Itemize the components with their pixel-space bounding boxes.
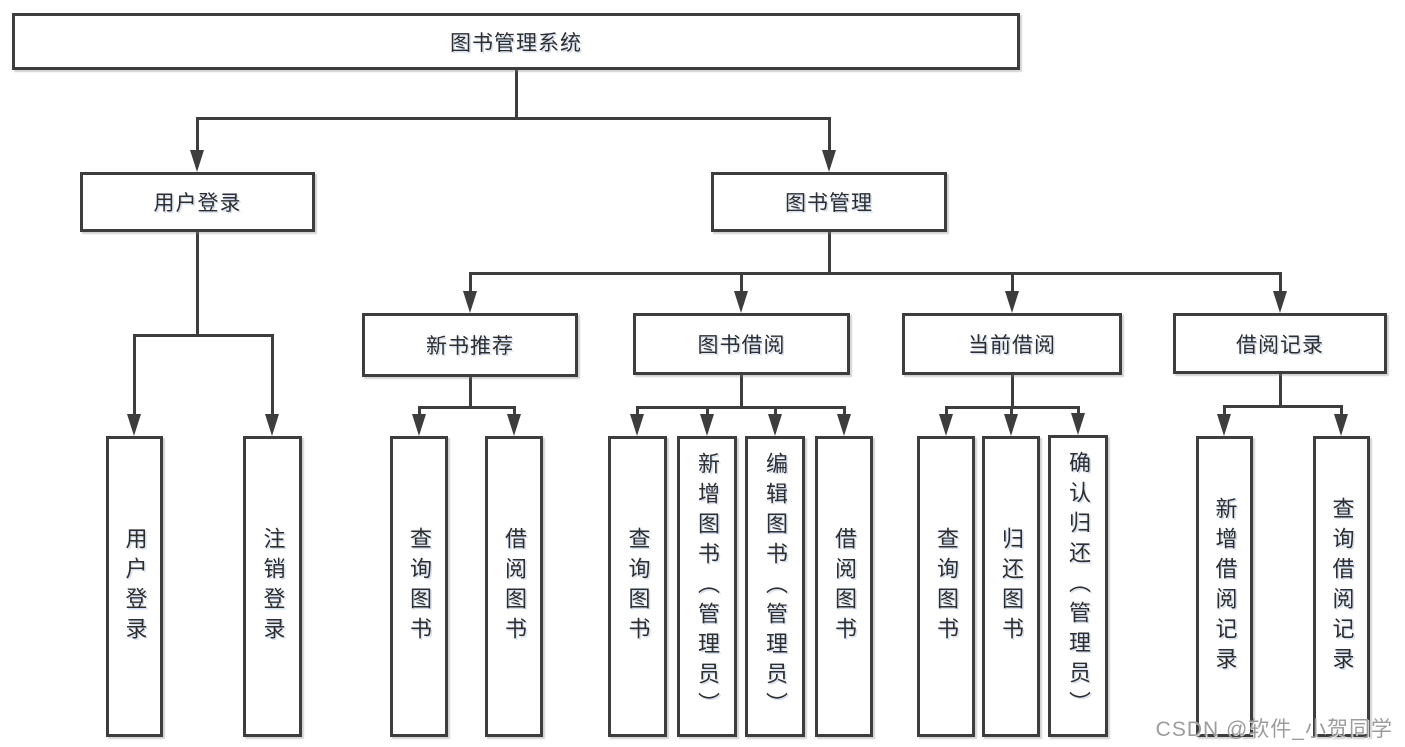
- node-label-query-books-current: 查询图书: [934, 526, 959, 647]
- connector-line-vertical: [827, 232, 831, 273]
- connector-line-vertical: [1339, 406, 1343, 418]
- arrow-down-icon: [1004, 414, 1018, 436]
- connector-line-horizontal: [635, 405, 846, 409]
- connector-line-vertical: [1278, 374, 1282, 406]
- arrow-down-icon: [412, 414, 426, 436]
- node-label-add-borrow-record: 新增借阅记录: [1212, 496, 1238, 677]
- node-add-borrow-record: 新增借阅记录: [1196, 436, 1253, 737]
- node-label-return-books: 归还图书: [999, 526, 1024, 647]
- node-user-login-module: 用户登录: [80, 172, 315, 232]
- node-label-user-login-leaf: 用户登录: [122, 526, 148, 647]
- connector-line-vertical: [132, 335, 136, 418]
- node-query-books-current: 查询图书: [917, 436, 975, 737]
- csdn-watermark: CSDN @软件_小贺同学: [1155, 718, 1393, 741]
- node-current-borrowing: 当前借阅: [902, 313, 1122, 375]
- connector-line-vertical: [468, 273, 472, 295]
- node-label-book-management: 图书管理: [785, 192, 873, 215]
- connector-line-horizontal: [132, 333, 274, 337]
- node-label-borrowing-records: 借阅记录: [1236, 333, 1324, 357]
- node-logout-leaf: 注销登录: [243, 436, 302, 737]
- node-new-book-recommend: 新书推荐: [362, 313, 578, 377]
- node-query-borrow-record: 查询借阅记录: [1313, 436, 1370, 737]
- node-edit-books-admin: 编辑图书（管理员）: [745, 436, 805, 737]
- node-label-library-system: 图书管理系统: [450, 31, 582, 55]
- connector-line-vertical: [739, 375, 743, 407]
- connector-line-vertical: [827, 118, 831, 154]
- connector-line-vertical: [944, 407, 948, 418]
- node-user-login-leaf: 用户登录: [106, 436, 163, 737]
- connector-line-horizontal: [417, 405, 516, 409]
- arrow-down-icon: [768, 414, 782, 436]
- arrow-down-icon: [1071, 413, 1085, 435]
- connector-line-vertical: [842, 407, 846, 418]
- connector-line-horizontal: [1222, 404, 1343, 408]
- connector-line-vertical: [1278, 273, 1282, 295]
- arrow-down-icon: [734, 291, 748, 313]
- node-label-query-borrow-record: 查询借阅记录: [1329, 496, 1355, 677]
- node-query-books-borrow: 查询图书: [608, 436, 667, 737]
- node-label-confirm-return-admin: 确认归还（管理员）: [1066, 451, 1091, 721]
- connector-line-vertical: [739, 273, 743, 295]
- connector-line-horizontal: [195, 116, 831, 120]
- arrow-down-icon: [265, 414, 279, 436]
- arrow-down-icon: [1217, 414, 1231, 436]
- arrow-down-icon: [700, 414, 714, 436]
- arrow-down-icon: [939, 414, 953, 436]
- node-label-borrow-books-recommend: 借阅图书: [502, 526, 527, 647]
- node-label-add-books-admin: 新增图书（管理员）: [695, 451, 720, 722]
- arrow-down-icon: [463, 291, 477, 313]
- arrow-down-icon: [190, 150, 204, 172]
- connector-line-vertical: [1076, 407, 1080, 417]
- node-borrowing-records: 借阅记录: [1173, 313, 1387, 374]
- connector-line-vertical: [195, 232, 199, 335]
- connector-line-vertical: [1010, 375, 1014, 407]
- connector-line-vertical: [270, 335, 274, 418]
- node-library-system: 图书管理系统: [12, 13, 1020, 70]
- connector-line-vertical: [773, 407, 777, 418]
- connector-line-vertical: [468, 377, 472, 407]
- arrow-down-icon: [127, 414, 141, 436]
- node-confirm-return-admin: 确认归还（管理员）: [1048, 435, 1108, 737]
- arrow-down-icon: [822, 150, 836, 172]
- connector-line-vertical: [417, 407, 421, 418]
- node-label-new-book-recommend: 新书推荐: [426, 335, 514, 358]
- node-borrow-books-borrow: 借阅图书: [815, 436, 873, 737]
- arrow-down-icon: [1005, 291, 1019, 313]
- node-add-books-admin: 新增图书（管理员）: [677, 436, 737, 737]
- node-book-borrowing: 图书借阅: [633, 313, 850, 375]
- node-label-edit-books-admin: 编辑图书（管理员）: [763, 451, 788, 722]
- arrow-down-icon: [630, 414, 644, 436]
- connector-line-vertical: [1009, 407, 1013, 418]
- node-book-management: 图书管理: [711, 172, 947, 232]
- connector-line-vertical: [1222, 406, 1226, 418]
- node-label-borrow-books-borrow: 借阅图书: [832, 526, 857, 647]
- node-label-current-borrowing: 当前借阅: [968, 334, 1056, 357]
- node-return-books: 归还图书: [982, 436, 1040, 737]
- node-label-user-login-module: 用户登录: [153, 192, 242, 215]
- arrow-down-icon: [837, 414, 851, 436]
- connector-line-vertical: [1010, 273, 1014, 295]
- node-label-query-books-borrow: 查询图书: [625, 526, 651, 647]
- connector-line-vertical: [705, 407, 709, 418]
- arrow-down-icon: [1334, 414, 1348, 436]
- connector-line-vertical: [514, 70, 518, 118]
- node-label-book-borrowing: 图书借阅: [697, 334, 786, 357]
- node-label-query-books-recommend: 查询图书: [407, 526, 432, 647]
- node-borrow-books-recommend: 借阅图书: [485, 436, 543, 737]
- arrow-down-icon: [507, 414, 521, 436]
- connector-line-vertical: [195, 118, 199, 154]
- node-label-logout-leaf: 注销登录: [260, 526, 286, 647]
- connector-line-vertical: [635, 407, 639, 418]
- connector-line-horizontal: [468, 271, 1282, 275]
- arrow-down-icon: [1273, 291, 1287, 313]
- connector-line-vertical: [512, 407, 516, 418]
- node-query-books-recommend: 查询图书: [390, 436, 448, 737]
